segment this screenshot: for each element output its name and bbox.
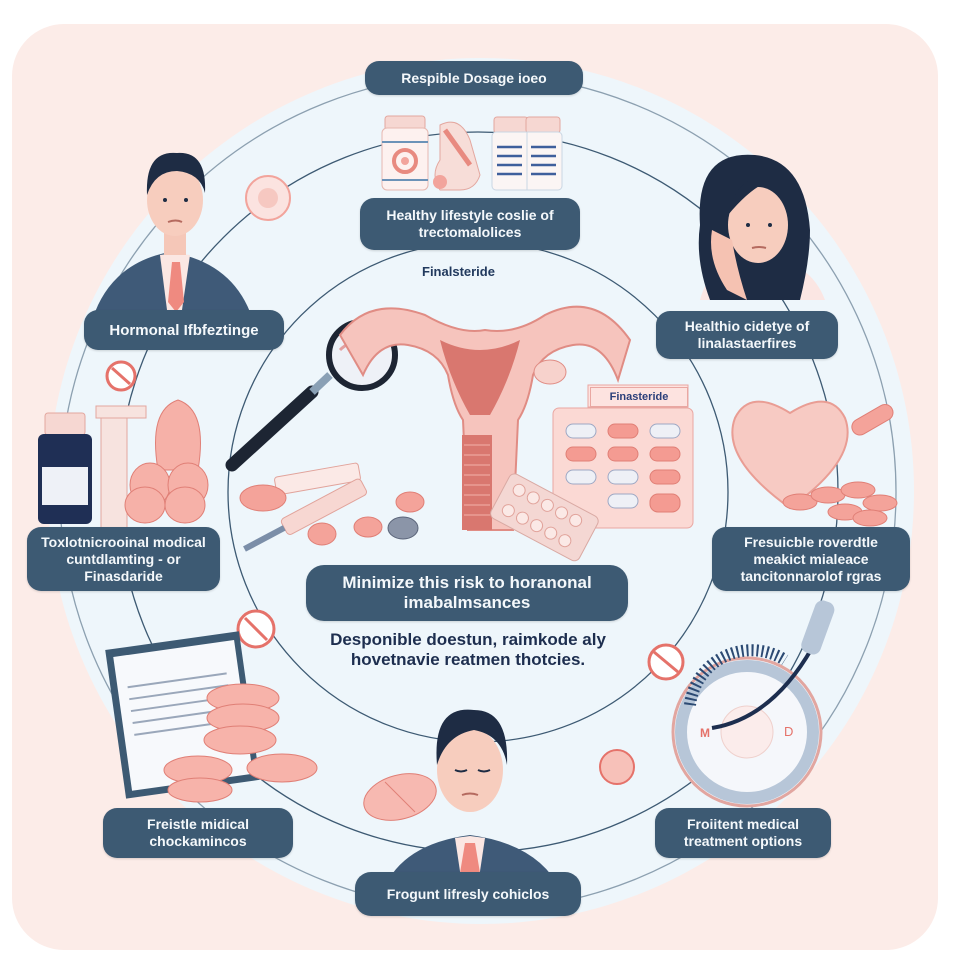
pill-dispenser-icon (433, 121, 481, 191)
pill-icon (363, 773, 437, 821)
no-symbol-icon (647, 643, 685, 681)
no-symbol-icon (236, 609, 276, 649)
gauge-left-mark: M (700, 726, 710, 740)
label-bottom: Frogunt lifresly cohiclos (355, 872, 581, 916)
pill-bottle-icon (491, 116, 563, 191)
blister-pack-icon (490, 384, 694, 562)
pill-icon (599, 749, 635, 785)
person-woman-icon (698, 154, 825, 300)
person-man-icon (95, 152, 250, 312)
medicine-bottle-icon (381, 115, 429, 191)
heart-icon (731, 400, 898, 527)
pill-icon (239, 484, 425, 546)
center-title: Finalsteride (422, 264, 495, 279)
uterus-icon (338, 305, 632, 531)
label-right-upper: Healthio cidetye of linalastaerfires (656, 311, 838, 359)
drug-box-label: Finasteride (590, 387, 688, 407)
syringe-icon (243, 462, 367, 552)
no-symbol-icon (105, 360, 137, 392)
label-left-mid: Toxlotnicrooinal modical cuntdlamting - … (27, 527, 220, 591)
label-top-sub: Healthy lifestyle coslie of trectomaloli… (360, 198, 580, 250)
stethoscope-icon (711, 600, 835, 730)
gauge-icon: M D (671, 644, 823, 808)
pill-stack-icon (124, 399, 209, 524)
clipboard-icon (105, 631, 260, 799)
label-center-sub: Desponible doestun, raimkode aly hovetna… (330, 630, 606, 669)
pill-icon (163, 683, 318, 803)
label-right-mid: Fresuicble roverdtle meakict mialeace ta… (712, 527, 910, 591)
label-left-upper: Hormonal Ifbfeztinge (84, 310, 284, 350)
label-center-main: Minimize this risk to horanonal imabalms… (306, 565, 628, 621)
label-right-bottom: Froiitent medical treatment options (655, 808, 831, 858)
no-symbol-icon (245, 175, 291, 221)
label-left-bottom: Freistle midical chockamincos (103, 808, 293, 858)
medicine-bottle-icon (38, 412, 92, 524)
test-tube-icon (95, 405, 147, 529)
label-top: Respible Dosage ioeo (365, 61, 583, 95)
gauge-right-mark: D (784, 724, 793, 739)
